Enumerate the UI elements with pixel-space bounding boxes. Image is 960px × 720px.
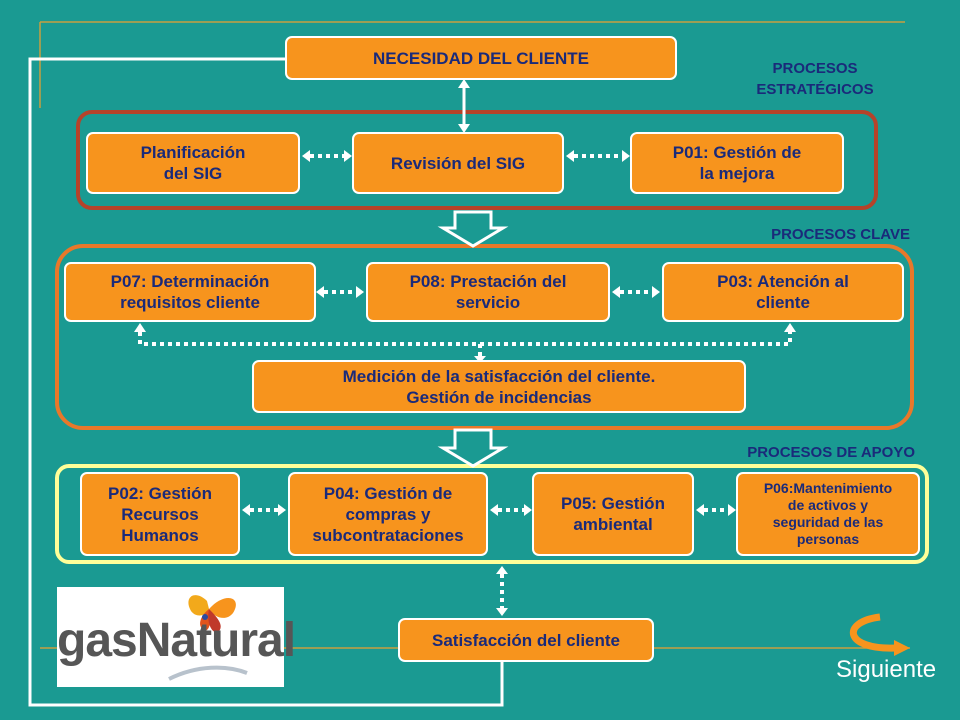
measurement-node: Medición de la satisfacción del cliente.… bbox=[252, 360, 746, 413]
curved-arrow-icon[interactable] bbox=[849, 613, 910, 656]
key-connector-2-right-head bbox=[652, 286, 660, 298]
next-link[interactable]: Siguiente bbox=[836, 656, 937, 683]
revision-arrowhead bbox=[458, 124, 470, 133]
key-process-p07: P07: Determinación requisitos cliente bbox=[64, 262, 316, 322]
support-process-p04: P04: Gestión de compras y subcontratacio… bbox=[288, 472, 488, 556]
key-process-p03: P03: Atención al cliente bbox=[662, 262, 904, 322]
strategic-process-planning: Planificación del SIG bbox=[86, 132, 300, 194]
key-connector-1-left-head bbox=[316, 286, 324, 298]
strategic-connector-2-left-head bbox=[566, 150, 574, 162]
down-arrow-2 bbox=[437, 428, 509, 468]
gas-natural-logo: gasNatural bbox=[57, 587, 296, 687]
down-arrow-1 bbox=[437, 210, 509, 248]
need-arrowhead bbox=[458, 79, 470, 88]
strategic-section-label: PROCESOS ESTRATÉGICOS bbox=[756, 60, 874, 98]
measurement-arrowhead bbox=[474, 356, 486, 363]
customer-need-node: NECESIDAD DEL CLIENTE bbox=[285, 36, 677, 80]
p03-arrowhead bbox=[784, 323, 796, 332]
support-connector-3-left-head bbox=[696, 504, 704, 516]
satisfaction-bottom-head bbox=[496, 608, 508, 616]
key-connector-1-right-head bbox=[356, 286, 364, 298]
key-frame bbox=[55, 244, 914, 430]
strategic-process-p01: P01: Gestión de la mejora bbox=[630, 132, 844, 194]
strategic-process-review: Revisión del SIG bbox=[352, 132, 564, 194]
support-process-p05: P05: Gestión ambiental bbox=[532, 472, 694, 556]
support-process-p02: P02: Gestión Recursos Humanos bbox=[80, 472, 240, 556]
key-connector-2-left-head bbox=[612, 286, 620, 298]
strategic-connector-1-left-head bbox=[302, 150, 310, 162]
support-connector-2-left-head bbox=[490, 504, 498, 516]
support-frame bbox=[55, 464, 929, 564]
strategic-connector-2-right-head bbox=[622, 150, 630, 162]
support-connector-3-right-head bbox=[728, 504, 736, 516]
strategic-frame bbox=[76, 110, 878, 210]
p07-arrowhead bbox=[134, 323, 146, 332]
measurement-feedback-bracket bbox=[138, 332, 792, 346]
support-connector-2-right-head bbox=[524, 504, 532, 516]
feedback-loop-line bbox=[28, 57, 504, 707]
strategic-connector-1-right-head bbox=[344, 150, 352, 162]
satisfaction-top-head bbox=[496, 566, 508, 574]
key-section-label: PROCESOS CLAVE bbox=[771, 226, 910, 243]
butterfly-icon bbox=[168, 595, 248, 681]
support-section-label: PROCESOS DE APOYO bbox=[747, 444, 915, 461]
support-process-p06: P06:Mantenimiento de activos y seguridad… bbox=[736, 472, 920, 556]
customer-satisfaction-node: Satisfacción del cliente bbox=[398, 618, 654, 662]
support-connector-1-left-head bbox=[242, 504, 250, 516]
logo-wordmark: gasNatural bbox=[57, 614, 296, 667]
key-process-p08: P08: Prestación del servicio bbox=[366, 262, 610, 322]
support-connector-1-right-head bbox=[278, 504, 286, 516]
